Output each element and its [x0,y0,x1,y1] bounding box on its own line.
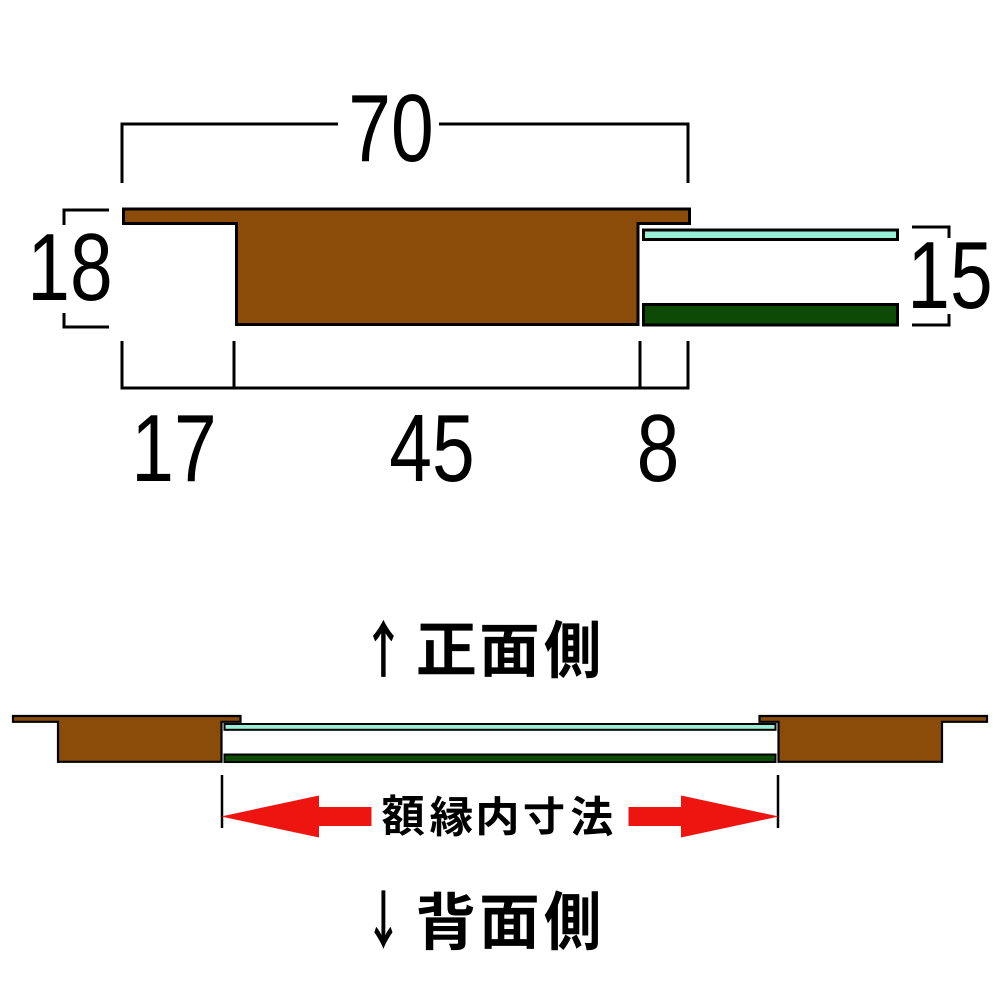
dim-value-body-width: 45 [389,395,475,502]
red-arrow-left [221,795,372,838]
bottom-cross-section [11,714,989,763]
dim-overall-width [120,122,690,183]
dim-value-overall-height: 18 [27,213,113,321]
glyph-6cd5 [571,795,613,837]
dim-value-overall-width: 70 [348,74,434,182]
red-arrow-right [628,795,779,838]
inner-dimension-label [382,794,613,837]
backing-board-assembled [223,753,777,763]
glyph-2191 [373,619,394,677]
dim-overall-height [62,208,109,329]
glyph-5074 [544,619,598,679]
frame-rail-right [758,714,989,763]
glass-pane-assembled [223,723,777,731]
dim-value-rabbet-height: 15 [907,221,993,329]
dim-value-lip-width: 8 [636,395,679,502]
glyph-9762 [482,895,537,949]
glass-pane [642,228,899,241]
back-side-label [374,890,598,951]
glyph-984d [382,794,425,836]
glyph-5bf8 [524,796,564,835]
dim-rabbet-height [912,225,951,327]
glyph-7e01 [430,795,473,837]
glyph-9762 [482,624,537,677]
inner-dimension [220,775,780,838]
top-cross-section [122,207,899,327]
backing-board [642,303,899,327]
front-side-label [373,619,598,679]
glyph-5185 [479,796,516,836]
glyph-2193 [374,890,393,949]
glyph-5074 [544,890,598,951]
dim-bottom-widths [120,341,690,390]
glyph-80cc [418,891,474,951]
frame-moulding-profile [122,207,691,326]
dim-value-overhang-width: 17 [131,395,217,502]
glyph-6b63 [418,623,475,675]
frame-rail-left [11,714,242,763]
